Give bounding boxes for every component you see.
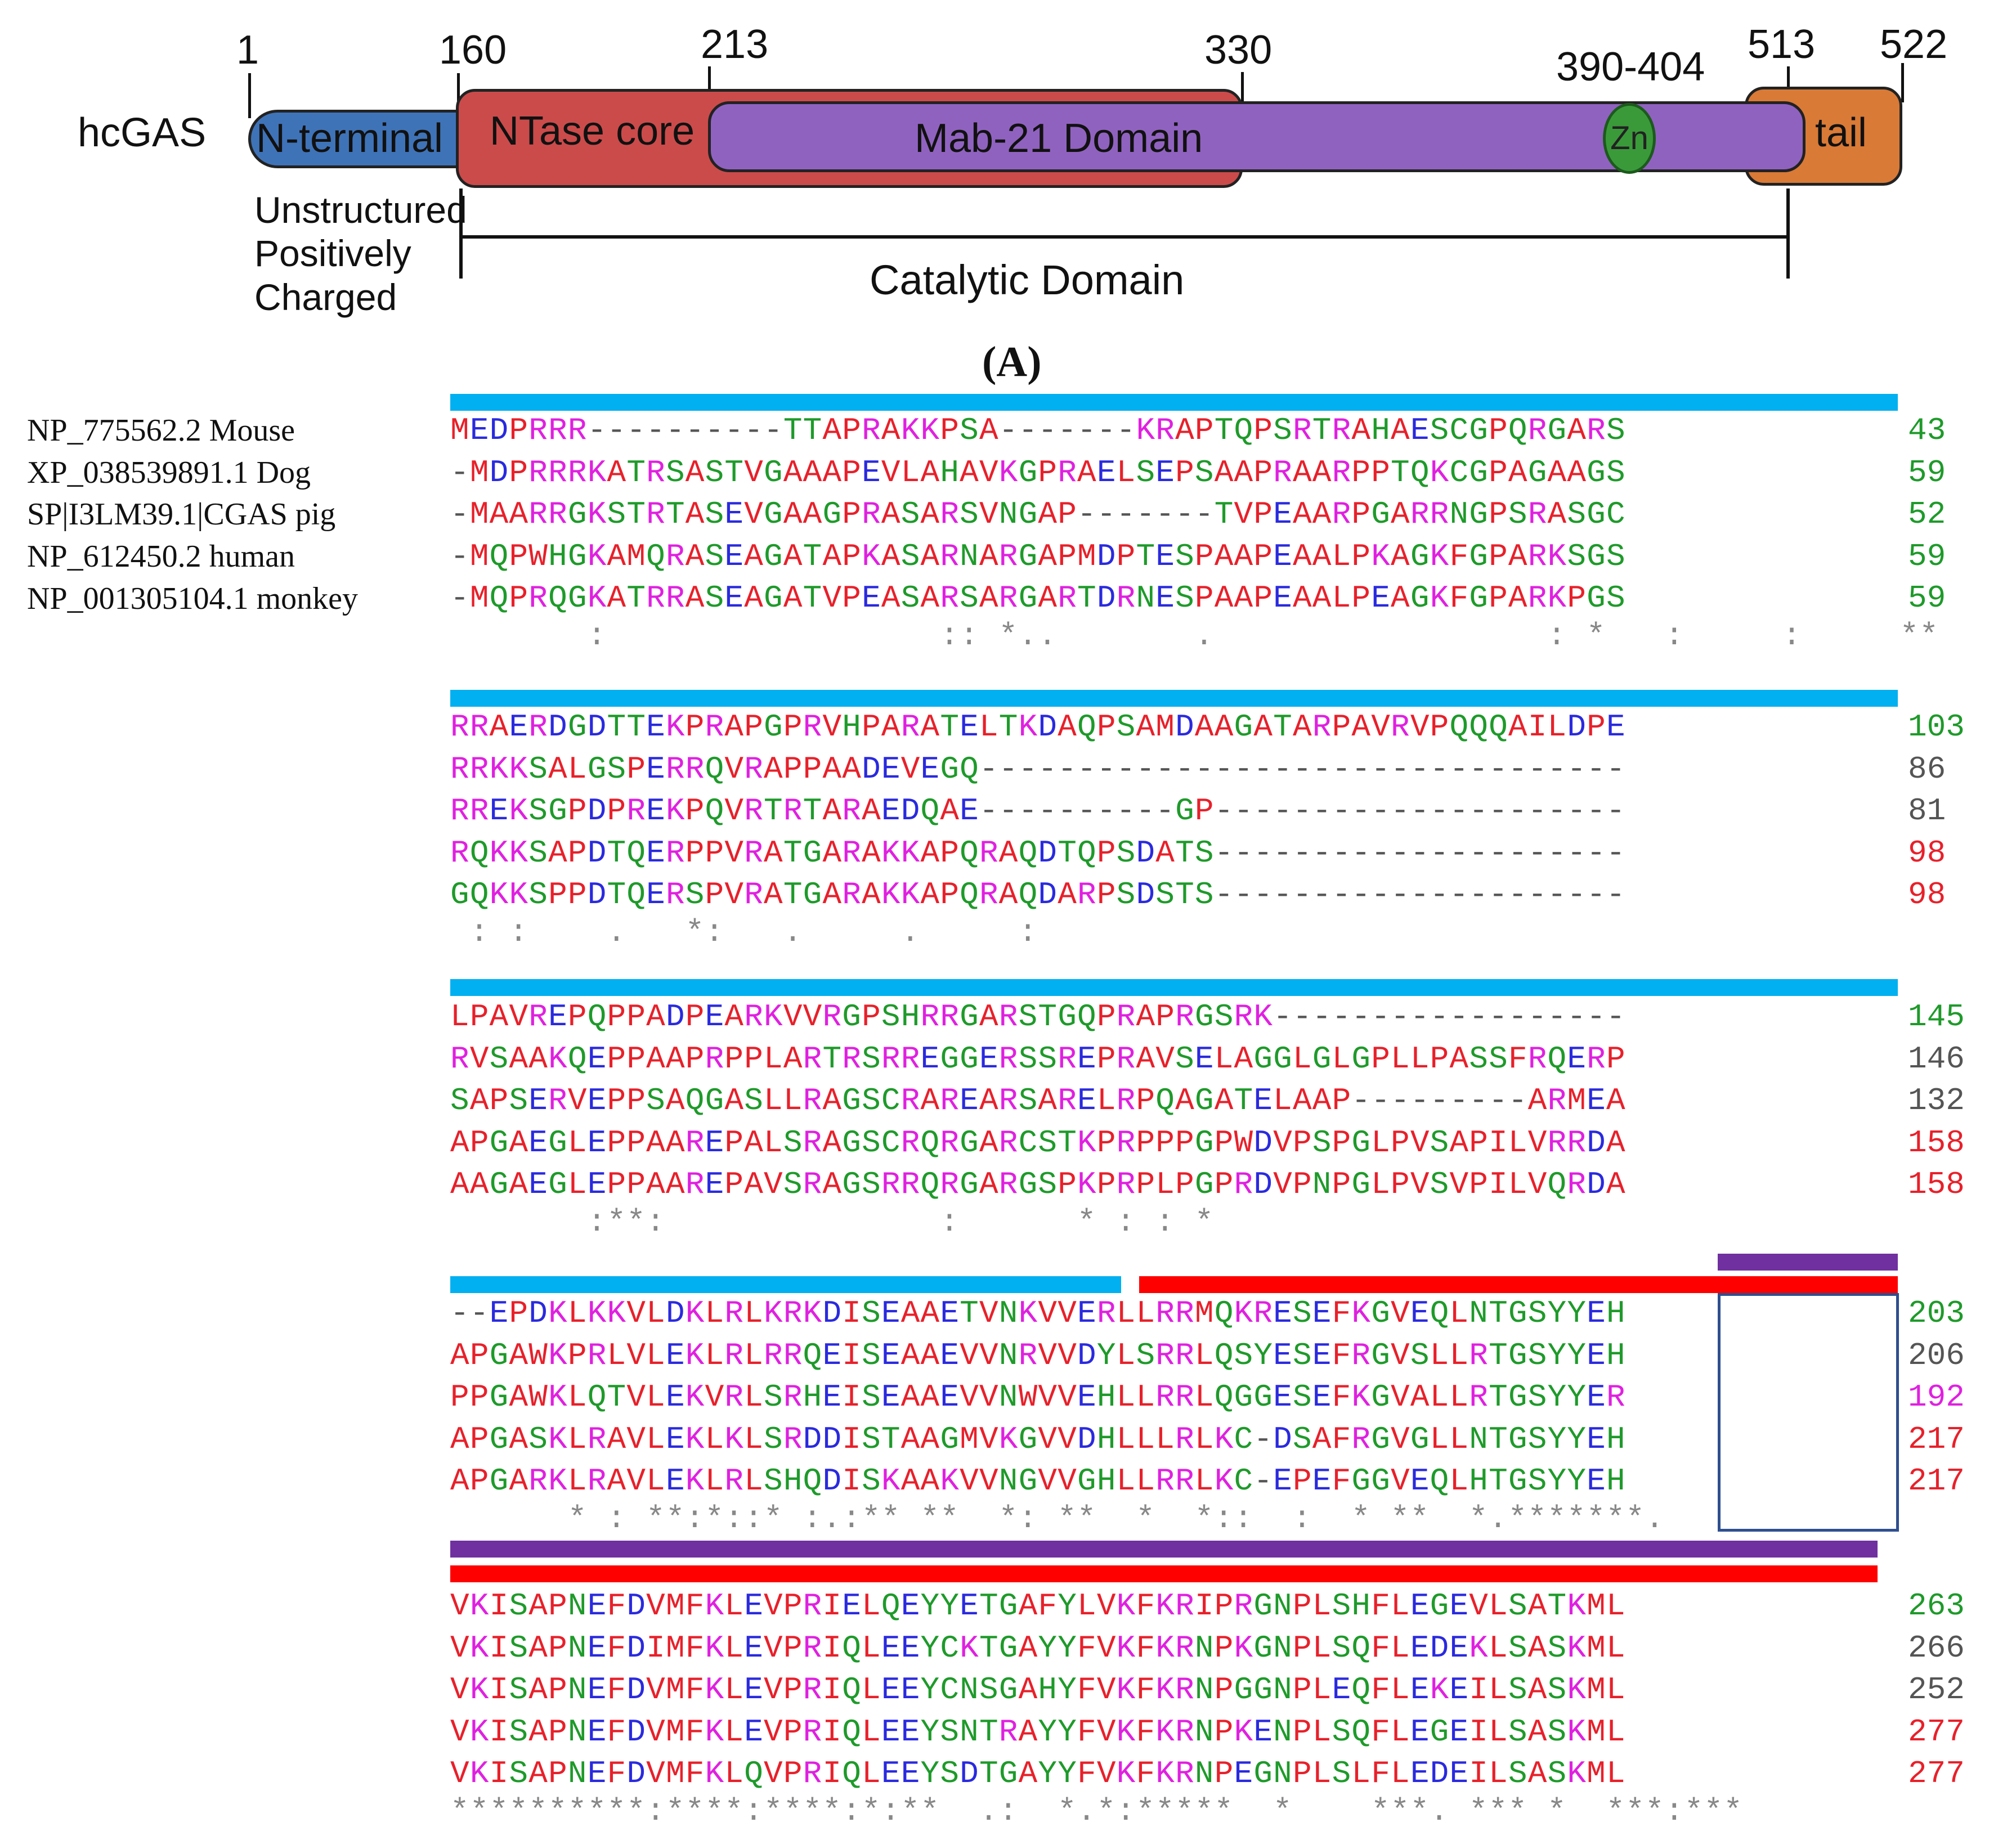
species-label-human: NP_612450.2 human	[27, 539, 295, 574]
sequence-position-number: 59	[1908, 454, 1946, 491]
sequence-position-number: 146	[1908, 1040, 1965, 1077]
tick-513	[1787, 66, 1790, 106]
mab21-region-bar	[1718, 1254, 1898, 1271]
n-terminal-note-line-2: Positively	[254, 232, 411, 274]
position-label-160: 160	[439, 28, 507, 73]
tick-330	[1241, 72, 1244, 123]
sequence-row: RREKSGPDPREKPQVRTRTARAEDQAE----------GP-…	[450, 793, 1626, 829]
tick-1	[248, 73, 251, 118]
protein-name: hcGAS	[78, 110, 207, 155]
sequence-position-number: 145	[1908, 999, 1965, 1035]
sequence-position-number: 203	[1908, 1295, 1965, 1331]
sequence-position-number: 59	[1908, 538, 1946, 575]
sequence-position-number: 277	[1908, 1713, 1965, 1750]
n-terminal-region-bar	[450, 690, 1898, 707]
sequence-row: -MQPWHGKAMQRASEAGATAPKASARNARGAPMDPTESPA…	[450, 538, 1626, 575]
mab21-domain-label: Mab-21 Domain	[915, 116, 1203, 161]
sequence-position-number: 158	[1908, 1166, 1965, 1203]
catalytic-domain-label: Catalytic Domain	[870, 257, 1185, 303]
sequence-row: RQKKSAPDTQERPPVRATGARAKKAPQRAQDTQPSDATS-…	[450, 834, 1626, 871]
n-terminal-note-line-1: Unstructured	[254, 189, 467, 231]
n-terminal-region-bar	[450, 979, 1898, 996]
conservation-row: : :: *.. . : * : : ** .	[450, 618, 2016, 654]
sequence-row: MEDPRRR----------TTAPRAKKPSA-------KRAPT…	[450, 412, 1626, 448]
species-label-monkey: NP_001305104.1 monkey	[27, 581, 358, 616]
sequence-row: -MQPRQGKATRRASEAGATVPEASARSARGARTDRNESPA…	[450, 580, 1626, 617]
sequence-position-number: 217	[1908, 1463, 1965, 1500]
sequence-position-number: 52	[1908, 496, 1946, 533]
position-label-330: 330	[1204, 28, 1273, 73]
sequence-position-number: 43	[1908, 412, 1946, 448]
n-terminal-region-bar	[450, 1276, 1121, 1293]
tail-label: tail	[1815, 110, 1867, 155]
n-terminal-label: N-terminal	[256, 116, 443, 161]
position-label-390-404: 390-404	[1556, 44, 1705, 89]
sequence-row: PPGAWKLQTVLEKVRLSRHEISEAAEVVNWVVEHLLRRLQ…	[450, 1379, 1626, 1416]
position-label-513: 513	[1748, 22, 1816, 67]
conservation-row: : : . *: . . :	[450, 914, 1038, 950]
sequence-row: LPAVREPQPPADPEARKVVRGPSHRRGARSTGQPRAPRGS…	[450, 999, 1626, 1035]
catalytic-bracket-right	[1786, 189, 1790, 279]
sequence-row: RRKKSALGSPERRQVRAPPAADEVEGQ-------------…	[450, 751, 1626, 787]
species-label-pig: SP|I3LM39.1|CGAS pig	[27, 497, 336, 532]
sequence-position-number: 266	[1908, 1630, 1965, 1666]
sequence-row: APGASKLRAVLEKLKLSRDDISTAAGMVKGVVDHLLLRLK…	[450, 1421, 1626, 1457]
ntase-core-region-bar	[450, 1565, 1878, 1582]
catalytic-bracket-left	[459, 189, 463, 279]
sequence-position-number: 277	[1908, 1756, 1965, 1792]
mab21-region-bar	[450, 1541, 1878, 1558]
sequence-row: -MDPRRRKATRSASTVGAAAPEVLAHAVKGPRAELSEPSA…	[450, 454, 1626, 491]
sequence-position-number: 206	[1908, 1337, 1965, 1374]
sequence-position-number: 59	[1908, 580, 1946, 617]
sequence-row: AAGAEGLEPPAAREPAVSRAGSRRQRGARGSPKPRPLPGP…	[450, 1166, 1626, 1203]
ntase-core-region-bar	[1139, 1276, 1898, 1293]
sequence-position-number: 86	[1908, 751, 1946, 787]
position-label-522: 522	[1880, 22, 1948, 67]
sequence-position-number: 132	[1908, 1083, 1965, 1119]
n-terminal-region-bar	[450, 394, 1898, 411]
tick-160	[457, 73, 460, 107]
position-label-1: 1	[236, 28, 259, 73]
sequence-position-number: 81	[1908, 793, 1946, 829]
sequence-row: RRAERDGDTTEKPRAPGPRVHPARATELTKDAQPSAMDAA…	[450, 709, 1626, 745]
species-label-dog: XP_038539891.1 Dog	[27, 455, 311, 490]
sequence-row: APGAEGLEPPAAREPALSRAGSCRQRGARCSTKPRPPPGP…	[450, 1124, 1626, 1161]
tick-213	[708, 66, 711, 106]
sequence-position-number: 158	[1908, 1124, 1965, 1161]
conservation-row: **********:****:****:*:** .: *.*:***** *…	[450, 1793, 1744, 1829]
sequence-row: GQKKSPPDTQERSPVRATGARAKKAPQRAQDARPSDSTS-…	[450, 877, 1626, 913]
sequence-row: VKISAPNEFDVMFKLEVPRIELQEYYETGAFYLVKFKRIP…	[450, 1588, 1626, 1624]
zinc-site: Zn	[1603, 103, 1656, 174]
sequence-row: SAPSERVEPPSAQGASLLRAGSCRAREARSARELRPQAGA…	[450, 1083, 1626, 1119]
sequence-row: --EPDKLKKVLDKLRLKRKDISEAAETVNKVVERLLRRMQ…	[450, 1295, 1626, 1331]
sequence-row: -MAARRGKSTRTASEVGAAGPRASARSVNGAP-------T…	[450, 496, 1626, 533]
sequence-row: VKISAPNEFDVMFKLEVPRIQLEEYCNSGAHYFVKFKRNP…	[450, 1672, 1626, 1708]
sequence-position-number: 252	[1908, 1672, 1965, 1708]
position-label-213: 213	[701, 22, 769, 67]
sequence-row: RVSAAKQEPPAAPRPPLARTRSRREGGERSSREPRAVSEL…	[450, 1040, 1626, 1077]
ntase-core-label: NTase core	[490, 109, 695, 154]
catalytic-bracket-line	[459, 235, 1790, 239]
sequence-position-number: 192	[1908, 1379, 1965, 1416]
sequence-position-number: 217	[1908, 1421, 1965, 1457]
sequence-position-number: 98	[1908, 834, 1946, 871]
n-terminal-note-line-3: Charged	[254, 276, 397, 318]
sequence-position-number: 103	[1908, 709, 1965, 745]
conservation-row: * : **:*::* :.:** ** *: ** * *:: : * ** …	[450, 1501, 1665, 1537]
panel-label: (A)	[982, 338, 1042, 385]
sequence-row: VKISAPNEFDVMFKLQVPRIQLEEYSDTGAYYFVKFKRNP…	[450, 1756, 1626, 1792]
sequence-position-number: 263	[1908, 1588, 1965, 1624]
n-terminal-segment	[248, 110, 473, 168]
sequence-row: APGAWKPRLVLEKLRLRRQEISEAAEVVNRVVDYLSRRLQ…	[450, 1337, 1626, 1374]
tgsyyeh-motif-box	[1718, 1293, 1899, 1532]
conservation-row: :**: : * : : *	[450, 1204, 1215, 1240]
sequence-row: APGARKLRAVLEKLRLSHQDISKAAKVVNGVVGHLLRRLK…	[450, 1463, 1626, 1500]
sequence-row: VKISAPNEFDVMFKLEVPRIQLEEYSNTRAYYFVKFKRNP…	[450, 1713, 1626, 1750]
sequence-position-number: 98	[1908, 877, 1946, 913]
sequence-row: VKISAPNEFDIMFKLEVPRIQLEEYCKTGAYYFVKFKRNP…	[450, 1630, 1626, 1666]
species-label-mouse: NP_775562.2 Mouse	[27, 413, 295, 448]
tick-522	[1901, 63, 1904, 102]
